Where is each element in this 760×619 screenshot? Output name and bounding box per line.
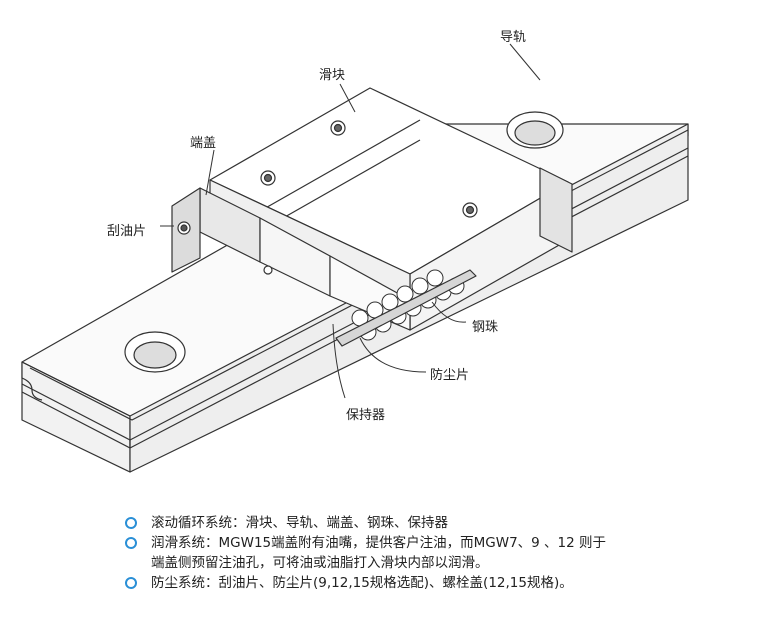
feature-item: 防尘系统：刮油片、防尘片(9,12,15规格选配)、螺栓盖(12,15规格)。 — [125, 573, 745, 593]
dust-seal-strip — [335, 269, 477, 347]
callout-retainer: 保持器 — [346, 408, 386, 423]
rail-hole-rear — [506, 111, 564, 149]
feature-text: 防尘系统：刮油片、防尘片(9,12,15规格选配)、螺栓盖(12,15规格)。 — [151, 575, 573, 591]
rail-hole-front — [124, 331, 186, 373]
callout-scraper: 刮油片 — [107, 224, 147, 239]
callout-steel-balls: 钢珠 — [472, 320, 499, 335]
feature-item: 润滑系统：MGW15端盖附有油嘴，提供客户注油，而MGW7、9 、12 则于 端… — [125, 533, 745, 573]
feature-item: 滚动循环系统：滑块、导轨、端盖、钢珠、保持器 — [125, 513, 745, 533]
callout-end-cap: 端盖 — [190, 136, 217, 151]
feature-text: 润滑系统：MGW15端盖附有油嘴，提供客户注油，而MGW7、9 、12 则于 端… — [151, 535, 607, 571]
feature-text: 滚动循环系统：滑块、导轨、端盖、钢珠、保持器 — [151, 515, 448, 531]
leader-lines — [160, 43, 541, 399]
callout-rail: 导轨 — [500, 30, 527, 45]
bullet-ring-icon — [125, 577, 137, 589]
bullet-ring-icon — [125, 537, 137, 549]
feature-list: 滚动循环系统：滑块、导轨、端盖、钢珠、保持器 润滑系统：MGW15端盖附有油嘴，… — [125, 513, 745, 593]
callout-dust-seal: 防尘片 — [430, 368, 470, 383]
linear-guide-drawing — [21, 43, 689, 473]
bullet-ring-icon — [125, 517, 137, 529]
callout-block: 滑块 — [319, 68, 346, 83]
